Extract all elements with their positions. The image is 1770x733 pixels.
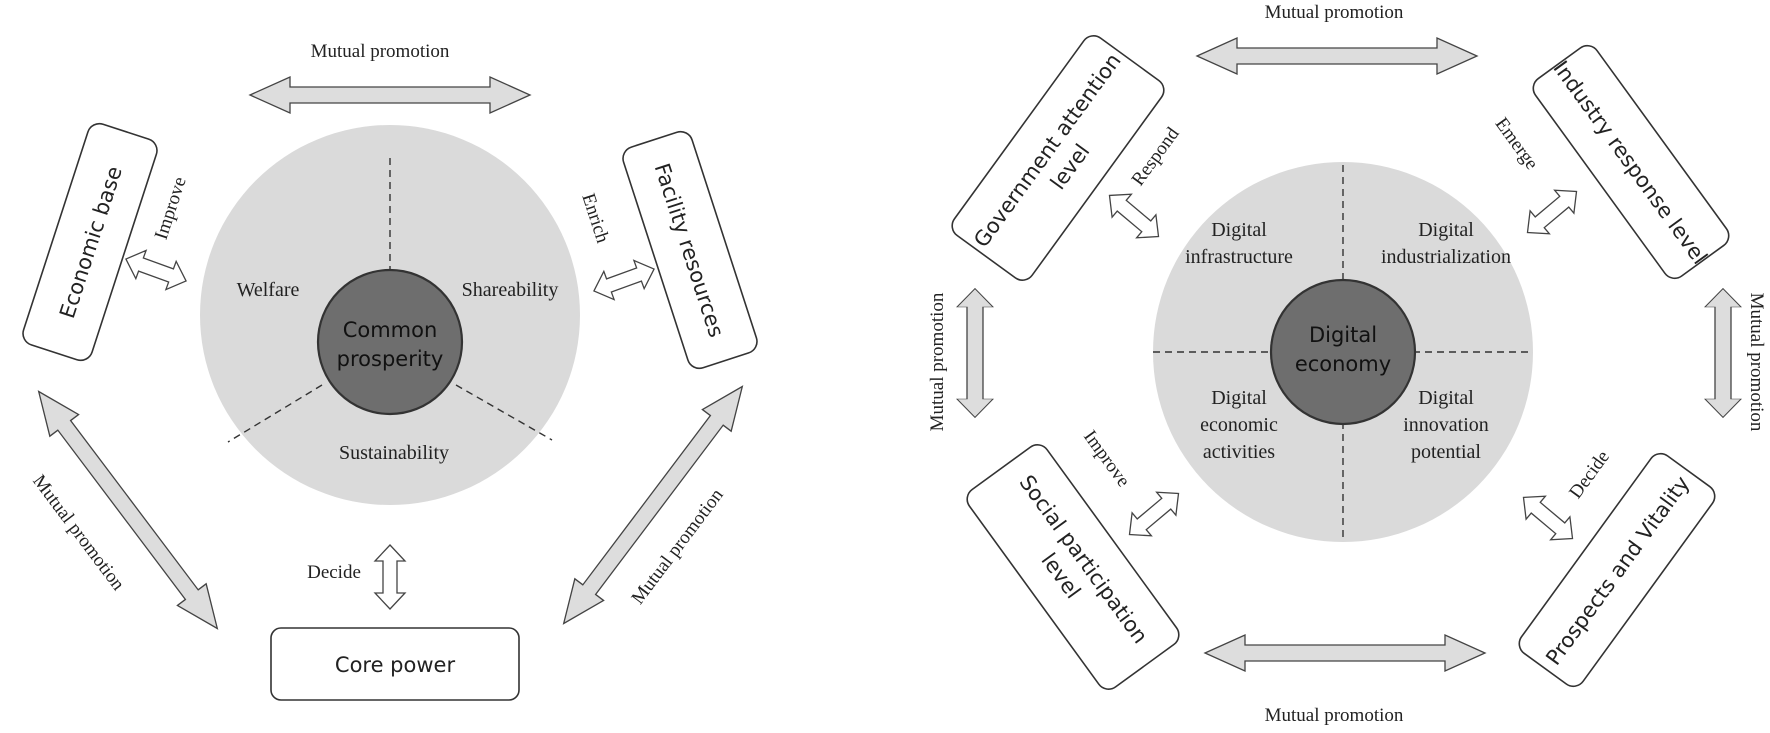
right-mutual-label-right: Mutual promotion [1746, 293, 1767, 432]
right-core-circle [1269, 278, 1417, 426]
right-decide-label: Decide [1565, 447, 1614, 503]
right-mutual-label-top: Mutual promotion [1265, 2, 1404, 23]
box-facility-resources: Facility resources [622, 130, 758, 370]
right-mutual-label-left: Mutual promotion [927, 292, 948, 431]
box-industry-response: Industry response level [1532, 44, 1730, 280]
box-prospects-label: Prospects and Vitality [1541, 472, 1694, 670]
right-core-line1: Digital [1309, 323, 1377, 347]
left-core-circle [316, 268, 464, 416]
left-enrich-label: Enrich [577, 191, 613, 246]
right-mutual-arrow-bottom [1204, 634, 1486, 672]
segment-infrastructure-l2: infrastructure [1185, 246, 1293, 268]
left-mutual-label-top: Mutual promotion [311, 41, 450, 62]
box-prospects-vitality: Prospects and Vitality [1518, 452, 1716, 688]
segment-activities-l2: economic [1200, 414, 1278, 436]
right-mutual-label-bottom: Mutual promotion [1265, 705, 1404, 726]
left-divider-lower-right [455, 384, 553, 441]
right-emerge-arrow [1517, 179, 1587, 245]
right-respond-arrow [1099, 183, 1169, 249]
right-mutual-arrow-top [1196, 37, 1478, 75]
left-improve-label: Improve [151, 174, 191, 242]
left-core-line2: prosperity [337, 347, 444, 371]
right-core-line2: economy [1295, 352, 1391, 376]
segment-infrastructure-l1: Digital [1211, 219, 1267, 241]
left-mutual-arrow-top [249, 76, 531, 114]
box-industry-label: Industry response level [1548, 56, 1711, 268]
left-decide-arrow [374, 544, 406, 610]
right-improve-label: Improve [1079, 427, 1134, 491]
right-improve-arrow [1119, 481, 1189, 547]
segment-industrialization-l2: industrialization [1381, 246, 1511, 268]
left-enrich-arrow [588, 254, 660, 306]
right-diagram: Digital economy Digital infrastructure D… [927, 2, 1767, 726]
left-mutual-label-right: Mutual promotion [627, 485, 728, 609]
segment-welfare: Welfare [237, 279, 300, 301]
left-decide-label: Decide [307, 562, 361, 583]
segment-innovation-l2: innovation [1403, 414, 1489, 436]
left-improve-arrow [120, 244, 192, 296]
right-mutual-arrow-right [1704, 287, 1742, 419]
segment-industrialization-l1: Digital [1418, 219, 1474, 241]
box-core-power-label: Core power [335, 653, 456, 677]
right-mutual-arrow-left [956, 287, 994, 419]
box-social-participation: Social participation level [966, 444, 1180, 690]
segment-shareability: Shareability [462, 279, 559, 301]
box-economic-base: Economic base [22, 122, 158, 362]
segment-innovation-l1: Digital [1418, 387, 1474, 409]
box-government-attention: Government attention level [951, 35, 1165, 281]
segment-innovation-l3: potential [1411, 441, 1481, 463]
segment-activities-l3: activities [1203, 441, 1275, 463]
box-core-power: Core power [270, 627, 520, 701]
right-emerge-label: Emerge [1491, 114, 1543, 174]
segment-activities-l1: Digital [1211, 387, 1267, 409]
left-diagram: Common prosperity Welfare Shareability S… [22, 41, 758, 701]
left-divider-lower-left [227, 384, 323, 443]
left-core-line1: Common [343, 318, 438, 342]
segment-sustainability: Sustainability [339, 442, 449, 464]
